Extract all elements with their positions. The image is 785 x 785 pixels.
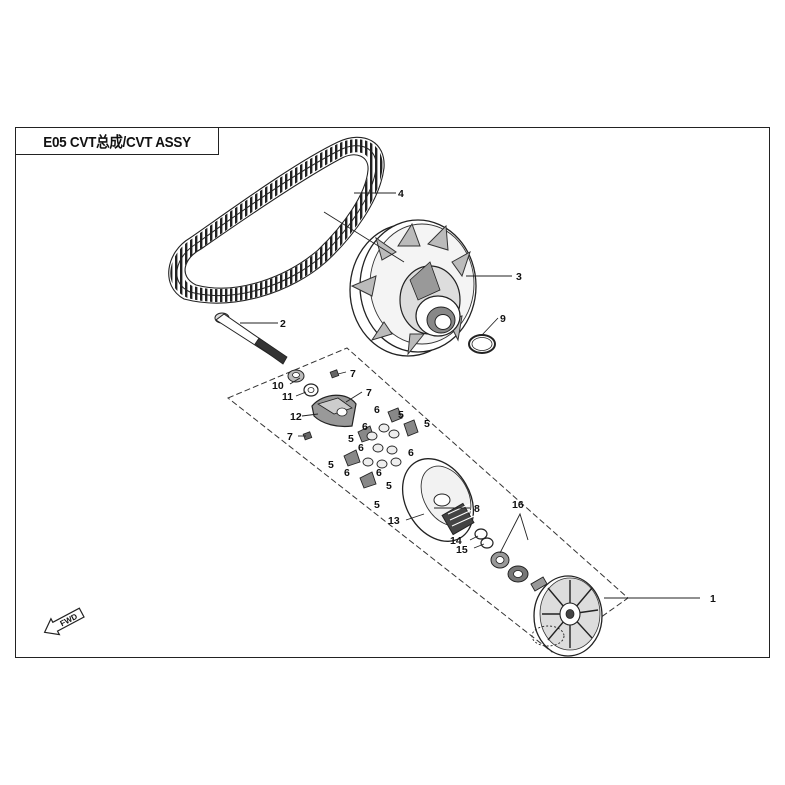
roller-set — [343, 407, 419, 489]
callout-6d: 6 — [344, 467, 350, 479]
small-bolt — [329, 369, 340, 379]
callout-7b: 7 — [366, 387, 372, 399]
callout-6a: 6 — [374, 404, 380, 416]
callout-5f: 5 — [386, 480, 392, 492]
washer — [474, 528, 488, 540]
callout-2: 2 — [280, 318, 286, 330]
movable-sheave — [401, 458, 475, 542]
callout-8: 8 — [474, 503, 480, 515]
title-box: E05 CVT总成/CVT ASSY — [15, 127, 219, 155]
callout-7c: 7 — [287, 431, 293, 443]
washer — [480, 537, 494, 549]
callout-5e: 5 — [374, 499, 380, 511]
callout-6b: 6 — [362, 421, 368, 433]
callout-5d: 5 — [328, 459, 334, 471]
callout-12: 12 — [290, 411, 302, 423]
drawing-frame — [15, 127, 770, 658]
callout-6e: 6 — [376, 467, 382, 479]
callout-10: 10 — [272, 380, 284, 392]
callout-labels: 1 2 3 4 5 5 5 5 5 5 6 6 6 6 6 6 7 7 7 8 … — [272, 188, 716, 605]
callout-13: 13 — [388, 515, 400, 527]
callout-5b: 5 — [398, 409, 404, 421]
callout-11: 11 — [282, 391, 293, 403]
fwd-arrow-icon: FWD — [43, 607, 85, 636]
nut — [287, 369, 305, 383]
callout-15: 15 — [456, 544, 468, 556]
small-bolt — [302, 431, 313, 441]
washer — [303, 383, 319, 397]
callout-4: 4 — [398, 188, 404, 200]
spider-plate — [311, 394, 357, 428]
callout-5c: 5 — [348, 433, 354, 445]
callout-9: 9 — [500, 313, 506, 325]
callout-6c: 6 — [358, 442, 364, 454]
callout-1: 1 — [710, 593, 716, 605]
drive-belt — [168, 136, 385, 304]
callout-16: 16 — [512, 499, 524, 511]
fixed-sheave — [530, 575, 603, 657]
spring — [441, 502, 475, 536]
callout-6f: 6 — [408, 447, 414, 459]
leader-lines — [240, 192, 700, 599]
bearing-set — [490, 551, 529, 583]
page-title: E05 CVT总成/CVT ASSY — [43, 133, 191, 151]
callout-7a: 7 — [350, 368, 356, 380]
callout-3: 3 — [516, 271, 522, 283]
callout-5a: 5 — [424, 418, 430, 430]
callout-14: 14 — [450, 535, 462, 547]
center-bolt — [214, 312, 288, 365]
